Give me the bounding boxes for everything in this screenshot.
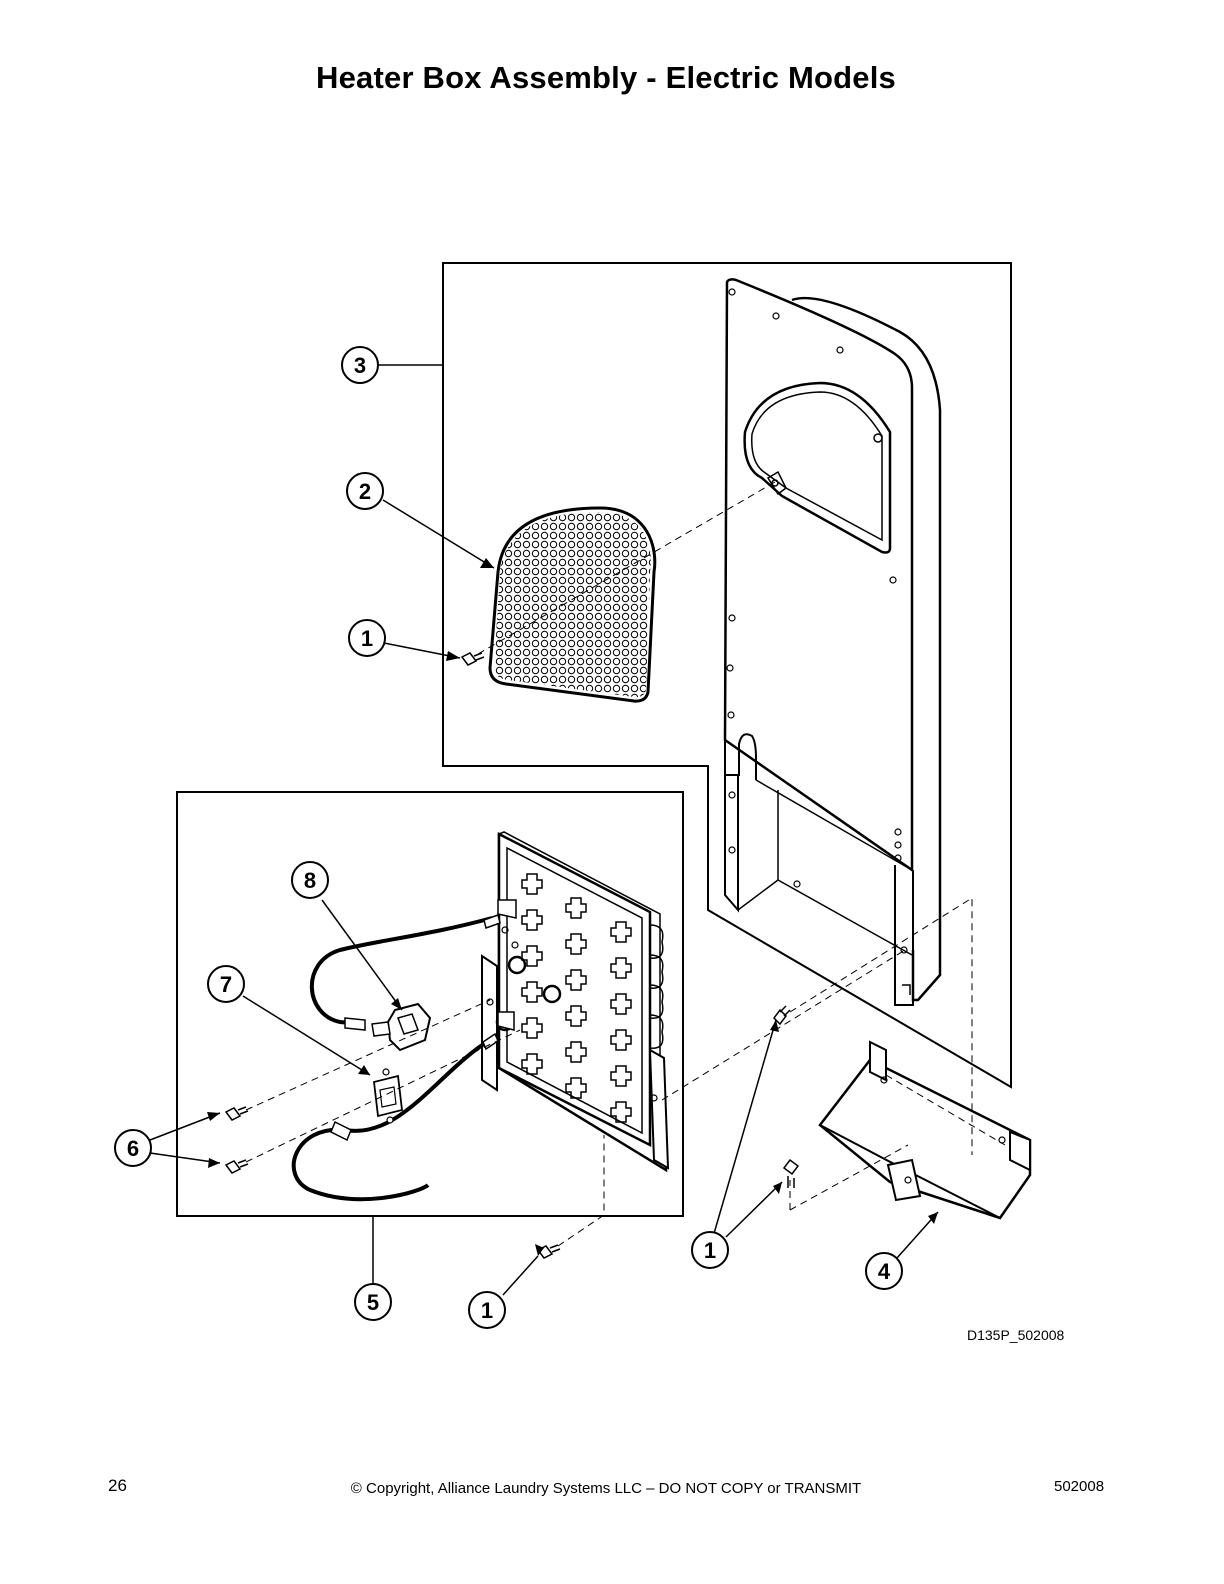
callout-label: 8 xyxy=(304,868,316,893)
page-number: 26 xyxy=(108,1476,127,1495)
callout-2: 2 xyxy=(346,472,384,510)
callout-6: 6 xyxy=(114,1129,152,1167)
callout-label: 1 xyxy=(704,1238,716,1263)
callout-label: 6 xyxy=(127,1136,139,1161)
callout-label: 1 xyxy=(361,626,373,651)
element-clips xyxy=(521,873,632,1123)
document-number: 502008 xyxy=(1054,1478,1105,1495)
callout-4: 4 xyxy=(865,1252,903,1290)
heater-box-housing xyxy=(723,278,942,1006)
lint-grille xyxy=(488,506,657,703)
callout-8: 8 xyxy=(291,861,329,899)
callout-label: 4 xyxy=(878,1259,891,1284)
callout-7: 7 xyxy=(207,965,245,1003)
leader-arrowheads xyxy=(207,558,938,1256)
heater-assembly-frame xyxy=(176,791,684,1217)
leader-lines xyxy=(149,364,939,1296)
callout-label: 2 xyxy=(359,479,371,504)
wiring-harness xyxy=(291,914,501,1202)
callout-label: 3 xyxy=(354,353,366,378)
heater-element-assembly xyxy=(481,831,670,1173)
callout-3: 3 xyxy=(341,346,379,384)
callout-5: 5 xyxy=(354,1283,392,1321)
assembly-lines xyxy=(245,481,1006,1247)
screws xyxy=(224,652,800,1259)
copyright-notice: © Copyright, Alliance Laundry Systems LL… xyxy=(350,1480,862,1497)
heater-box-frame xyxy=(442,262,1012,1089)
callout-label: 1 xyxy=(481,1298,493,1323)
callout-label: 7 xyxy=(220,972,232,997)
callout-label: 5 xyxy=(367,1290,379,1315)
callout-1: 1 xyxy=(468,1291,506,1329)
drawing-code: D135P_502008 xyxy=(967,1327,1065,1343)
page-title: Heater Box Assembly - Electric Models xyxy=(316,60,896,95)
callout-1: 1 xyxy=(691,1231,729,1269)
mounting-bracket xyxy=(818,1040,1032,1220)
callout-1: 1 xyxy=(348,619,386,657)
thermostat-hi-limit xyxy=(371,1002,432,1052)
